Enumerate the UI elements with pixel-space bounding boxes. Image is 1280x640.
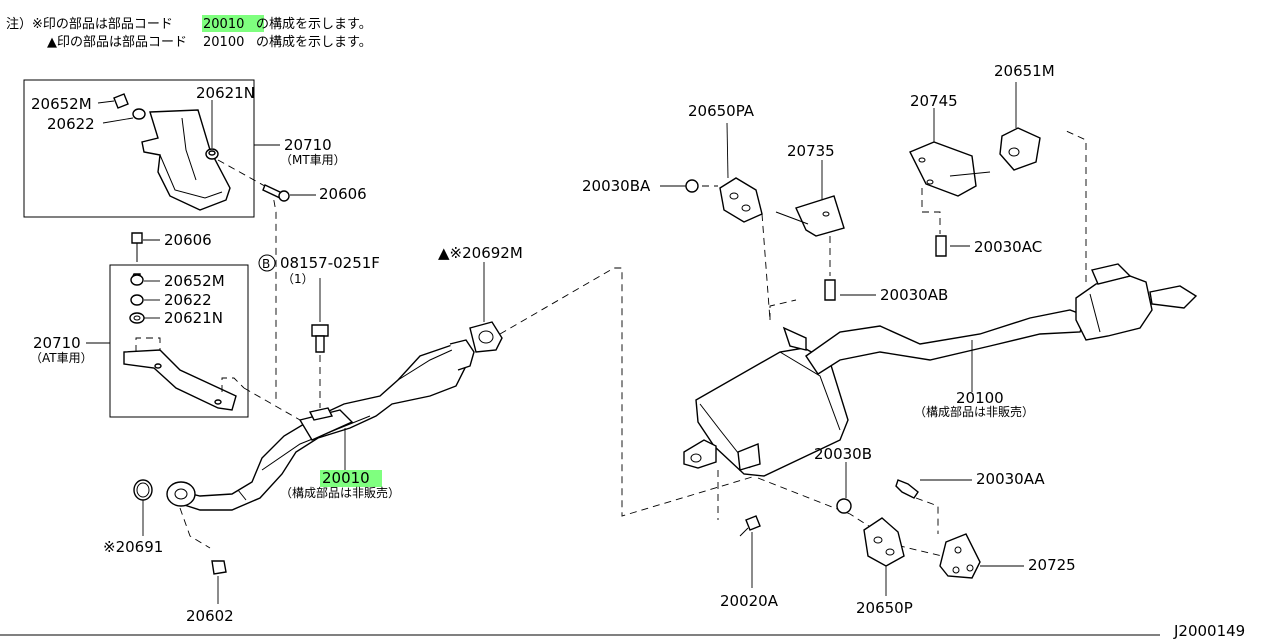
label-20652M-top[interactable]: 20652M — [31, 95, 92, 113]
label-20030AA[interactable]: 20030AA — [976, 470, 1045, 488]
label-20622-mid[interactable]: 20622 — [164, 291, 212, 309]
bolt-b-circle — [258, 254, 276, 272]
nut-20030B-drawing — [836, 462, 852, 514]
nut-20030BA-drawing — [660, 179, 699, 193]
label-20030AB[interactable]: 20030AB — [880, 286, 948, 304]
bracket-20725-drawing — [939, 533, 1024, 579]
label-20030B[interactable]: 20030B — [814, 445, 872, 463]
label-20010[interactable]: 20010 — [322, 469, 370, 487]
label-20692M[interactable]: ▲※20692M — [438, 244, 523, 262]
label-20650P[interactable]: 20650P — [856, 599, 913, 617]
note-line-1-code[interactable]: 20010 — [203, 17, 244, 32]
label-08157-0251F-qty: （1） — [282, 272, 314, 286]
gasket-20691-drawing — [133, 479, 153, 536]
label-20652M-mid[interactable]: 20652M — [164, 272, 225, 290]
mt-bracket-leaders — [97, 100, 316, 400]
bolt-20030AC-drawing — [935, 235, 970, 257]
label-20606-mid[interactable]: 20606 — [164, 231, 212, 249]
label-20606-top[interactable]: 20606 — [319, 185, 367, 203]
bracket-20735-drawing — [775, 160, 845, 276]
bolt-b-mark: B — [262, 257, 270, 271]
at-bracket-drawing — [123, 273, 245, 411]
label-20651M[interactable]: 20651M — [994, 62, 1055, 80]
label-20621N-mid[interactable]: 20621N — [164, 309, 223, 327]
label-20745[interactable]: 20745 — [910, 92, 958, 110]
label-20710-at-note: （AT車用） — [30, 351, 93, 365]
label-20735[interactable]: 20735 — [787, 142, 835, 160]
note-line-2-code[interactable]: 20100 — [203, 35, 244, 50]
label-20100-note: （構成部品は非販売） — [914, 404, 1034, 419]
figure-id: J2000149 — [1173, 622, 1245, 640]
label-20650PA[interactable]: 20650PA — [688, 102, 755, 120]
label-20691[interactable]: ※20691 — [103, 538, 163, 556]
mount-20650PA-drawing — [702, 122, 771, 321]
bolt-20030AA-drawing — [895, 479, 972, 534]
label-20710-mt[interactable]: 20710 — [284, 136, 332, 154]
label-20020A[interactable]: 20020A — [720, 592, 779, 610]
bolt-20020A-drawing — [739, 515, 761, 588]
main-muffler-20100-drawing — [683, 263, 1198, 477]
label-08157-0251F[interactable]: 08157-0251F — [280, 254, 380, 272]
label-20725[interactable]: 20725 — [1028, 556, 1076, 574]
label-20100[interactable]: 20100 — [956, 389, 1004, 407]
bolt-20606-mid — [131, 232, 143, 262]
label-20030BA[interactable]: 20030BA — [582, 177, 651, 195]
highlight-20010 — [320, 470, 382, 487]
highlight-20010-note — [202, 15, 264, 32]
bolt-20606-top — [262, 184, 290, 202]
mt-bracket-drawing — [113, 93, 231, 211]
gasket-20692M-drawing — [469, 262, 763, 517]
label-20621N-top[interactable]: 20621N — [196, 84, 255, 102]
rubber-20651M-drawing — [999, 82, 1041, 171]
label-20030AC[interactable]: 20030AC — [974, 238, 1042, 256]
nut-20602-drawing — [179, 507, 227, 604]
label-20010-note: （構成部品は非販売） — [280, 485, 400, 500]
front-pipe-20010-drawing — [166, 339, 475, 511]
mt-bracket-group-box — [23, 79, 255, 218]
note-line-1-prefix: 注）※印の部品は部品コード — [6, 17, 173, 32]
bolt-08157-drawing — [311, 278, 329, 408]
label-20710-at[interactable]: 20710 — [33, 334, 81, 352]
label-20710-mt-note: （MT車用） — [280, 153, 346, 167]
note-line-2-suffix: の構成を示します。 — [256, 35, 372, 50]
mount-20650P-drawing — [863, 517, 905, 596]
note-line-2-prefix: ▲印の部品は部品コード — [47, 35, 187, 50]
note-line-1-suffix: の構成を示します。 — [256, 17, 372, 32]
at-bracket-leaders — [86, 239, 301, 421]
bolt-20030AB-drawing — [824, 279, 876, 301]
label-20622-top[interactable]: 20622 — [47, 115, 95, 133]
at-bracket-group-box — [109, 264, 249, 418]
bracket-20745-drawing — [909, 108, 991, 234]
label-20602[interactable]: 20602 — [186, 607, 234, 625]
